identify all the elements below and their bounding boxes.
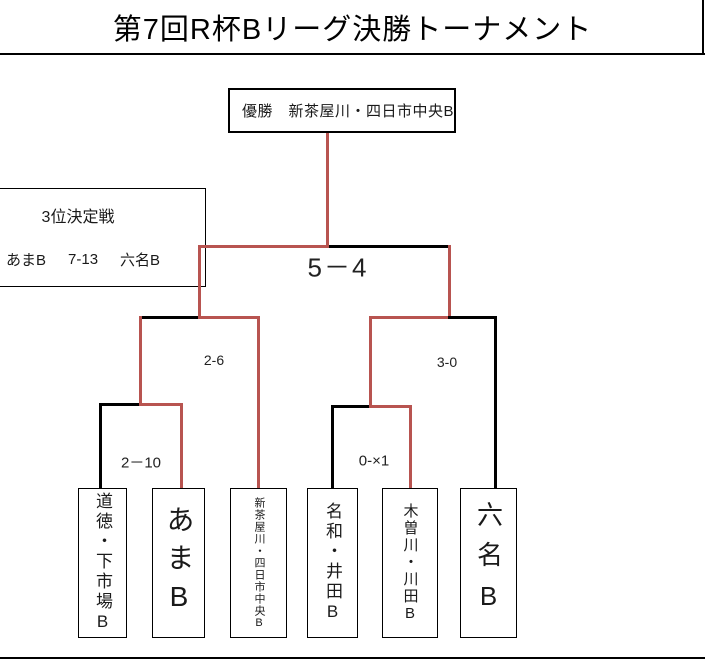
quarterfinal-left-winning-line	[139, 403, 183, 406]
team-box-3: 新茶屋川・四日市中央B	[230, 488, 287, 638]
semifinal-left-winning-line	[198, 316, 260, 319]
sheet-bottom-border	[0, 657, 705, 659]
final-right-line	[329, 245, 451, 248]
team-name: 木曽川・川田B	[401, 502, 419, 624]
champion-connector-line	[326, 133, 329, 248]
semifinal-left-climb-line	[139, 316, 142, 405]
semifinal-right-score: 3-0	[436, 354, 458, 370]
team6-line	[494, 316, 497, 488]
quarterfinal-right-winning-line	[369, 405, 412, 408]
third-place-score: 7-13	[68, 251, 99, 268]
team3-line	[257, 316, 260, 488]
team-box-1: 道徳・下市場B	[78, 488, 127, 638]
semifinal-left-losing-line	[139, 316, 201, 319]
team-name: 道徳・下市場B	[93, 492, 112, 634]
title-right-border	[702, 0, 704, 53]
final-right-connector	[448, 245, 451, 319]
semifinal-left-score: 2-6	[203, 352, 225, 368]
final-left-line	[198, 245, 329, 248]
third-place-result: あまB 7-13 六名B	[6, 249, 160, 270]
quarterfinal-left-score: 2－10	[120, 454, 162, 472]
team-box-4: 名和・井田B	[307, 488, 358, 638]
final-score: 5－4	[307, 252, 369, 283]
semifinal-right-climb-line	[369, 316, 372, 407]
champion-label: 優勝 新茶屋川・四日市中央B	[242, 103, 455, 120]
semifinal-right-winning-line	[369, 316, 451, 319]
champion-box: 優勝 新茶屋川・四日市中央B	[228, 88, 456, 133]
third-place-heading: 3位決定戦	[41, 209, 115, 226]
page-title: 第7回R杯Bリーグ決勝トーナメント	[0, 0, 705, 53]
page-title-text: 第7回R杯Bリーグ決勝トーナメント	[112, 13, 593, 46]
team4-line	[331, 405, 334, 488]
title-underline	[0, 53, 705, 55]
team-box-2: あまB	[152, 488, 205, 638]
third-place-box: 3位決定戦 あまB 7-13 六名B	[0, 188, 206, 287]
third-place-right-team: 六名B	[120, 252, 161, 269]
team-name: 六名B	[473, 501, 504, 625]
final-left-connector	[198, 245, 201, 319]
team-box-6: 六名B	[460, 488, 517, 638]
quarterfinal-right-losing-line	[331, 405, 372, 408]
quarterfinal-right-score: 0-×1	[358, 452, 390, 470]
team5-line	[409, 405, 412, 488]
semifinal-right-losing-line	[448, 316, 497, 319]
team-box-5: 木曽川・川田B	[382, 488, 438, 638]
team-name: 新茶屋川・四日市中央B	[253, 496, 265, 630]
team2-line	[180, 403, 183, 488]
team-name: あまB	[163, 504, 195, 622]
team1-line	[99, 403, 102, 488]
quarterfinal-left-losing-line	[99, 403, 142, 406]
third-place-left-team: あまB	[6, 252, 47, 269]
team-name: 名和・井田B	[323, 502, 342, 624]
